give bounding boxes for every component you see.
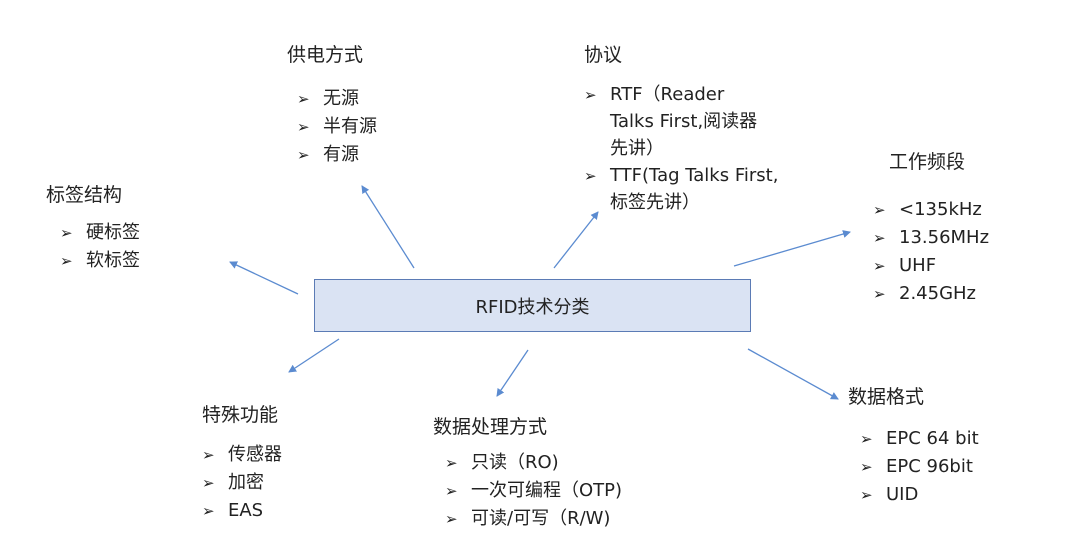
group-protocol: 协议 ➢RTF（Reader Talks First,阅读器 先讲） ➢TTF(… [584, 40, 778, 216]
list-item: ➢TTF(Tag Talks First, 标签先讲） [584, 162, 778, 216]
list-item: ➢传感器 [202, 441, 282, 469]
arrow-bullet-icon: ➢ [202, 502, 215, 520]
arrow-bullet-icon: ➢ [60, 252, 73, 270]
arrow-bullet-icon: ➢ [873, 257, 886, 275]
arrow-to-format [747, 348, 839, 400]
list-item: ➢无源 [297, 85, 377, 113]
arrow-bullet-icon: ➢ [860, 430, 873, 448]
list-item: ➢软标签 [60, 247, 140, 275]
arrow-bullet-icon: ➢ [297, 118, 310, 136]
list-item: ➢2.45GHz [873, 280, 989, 308]
list-item: ➢加密 [202, 469, 282, 497]
arrow-bullet-icon: ➢ [860, 486, 873, 504]
list-item: ➢硬标签 [60, 219, 140, 247]
arrow-bullet-icon: ➢ [202, 474, 215, 492]
list-item: ➢13.56MHz [873, 224, 989, 252]
group-power-supply: 供电方式 ➢无源 ➢半有源 ➢有源 [287, 40, 377, 169]
group-title: 特殊功能 [202, 404, 279, 426]
list-item: ➢EPC 64 bit [860, 425, 979, 453]
arrow-bullet-icon: ➢ [60, 224, 73, 242]
center-node: RFID技术分类 [314, 279, 751, 332]
arrow-bullet-icon: ➢ [860, 458, 873, 476]
group-title: 数据处理方式 [433, 416, 548, 438]
list-item: ➢可读/可写（R/W) [445, 505, 622, 533]
list-item: ➢UHF [873, 252, 989, 280]
arrow-bullet-icon: ➢ [873, 285, 886, 303]
arrow-bullet-icon: ➢ [873, 201, 886, 219]
arrow-bullet-icon: ➢ [297, 146, 310, 164]
arrow-to-structure [229, 261, 299, 295]
arrow-to-protocol [553, 211, 599, 269]
arrow-to-special [288, 338, 340, 373]
list-item: ➢半有源 [297, 113, 377, 141]
arrow-bullet-icon: ➢ [584, 86, 597, 104]
arrow-bullet-icon: ➢ [202, 446, 215, 464]
arrow-bullet-icon: ➢ [445, 482, 458, 500]
arrow-bullet-icon: ➢ [584, 167, 597, 185]
arrow-to-processing [496, 349, 529, 397]
group-title: 标签结构 [46, 184, 123, 206]
group-tag-structure: 标签结构 ➢硬标签 ➢软标签 [46, 180, 140, 275]
arrow-bullet-icon: ➢ [297, 90, 310, 108]
list-item: ➢RTF（Reader Talks First,阅读器 先讲） [584, 81, 778, 162]
group-title: 协议 [584, 44, 623, 66]
group-title: 工作频段 [889, 151, 966, 173]
group-frequency: 工作频段 ➢<135kHz ➢13.56MHz ➢UHF ➢2.45GHz [873, 147, 989, 308]
center-label: RFID技术分类 [475, 296, 590, 318]
list-item: ➢EPC 96bit [860, 453, 979, 481]
group-title: 数据格式 [848, 386, 925, 408]
group-title: 供电方式 [287, 44, 364, 66]
arrow-bullet-icon: ➢ [445, 454, 458, 472]
list-item: ➢一次可编程（OTP) [445, 477, 622, 505]
group-data-processing: 数据处理方式 ➢只读（RO) ➢一次可编程（OTP) ➢可读/可写（R/W) [433, 412, 622, 533]
list-item: ➢只读（RO) [445, 449, 622, 477]
arrow-bullet-icon: ➢ [873, 229, 886, 247]
group-special-functions: 特殊功能 ➢传感器 ➢加密 ➢EAS [202, 400, 282, 525]
list-item: ➢有源 [297, 141, 377, 169]
arrow-to-frequency [733, 230, 851, 267]
group-data-format: 数据格式 ➢EPC 64 bit ➢EPC 96bit ➢UID [848, 382, 979, 509]
list-item: ➢EAS [202, 497, 282, 525]
arrow-to-power [361, 185, 415, 269]
arrow-bullet-icon: ➢ [445, 510, 458, 528]
list-item: ➢UID [860, 481, 979, 509]
list-item: ➢<135kHz [873, 196, 989, 224]
